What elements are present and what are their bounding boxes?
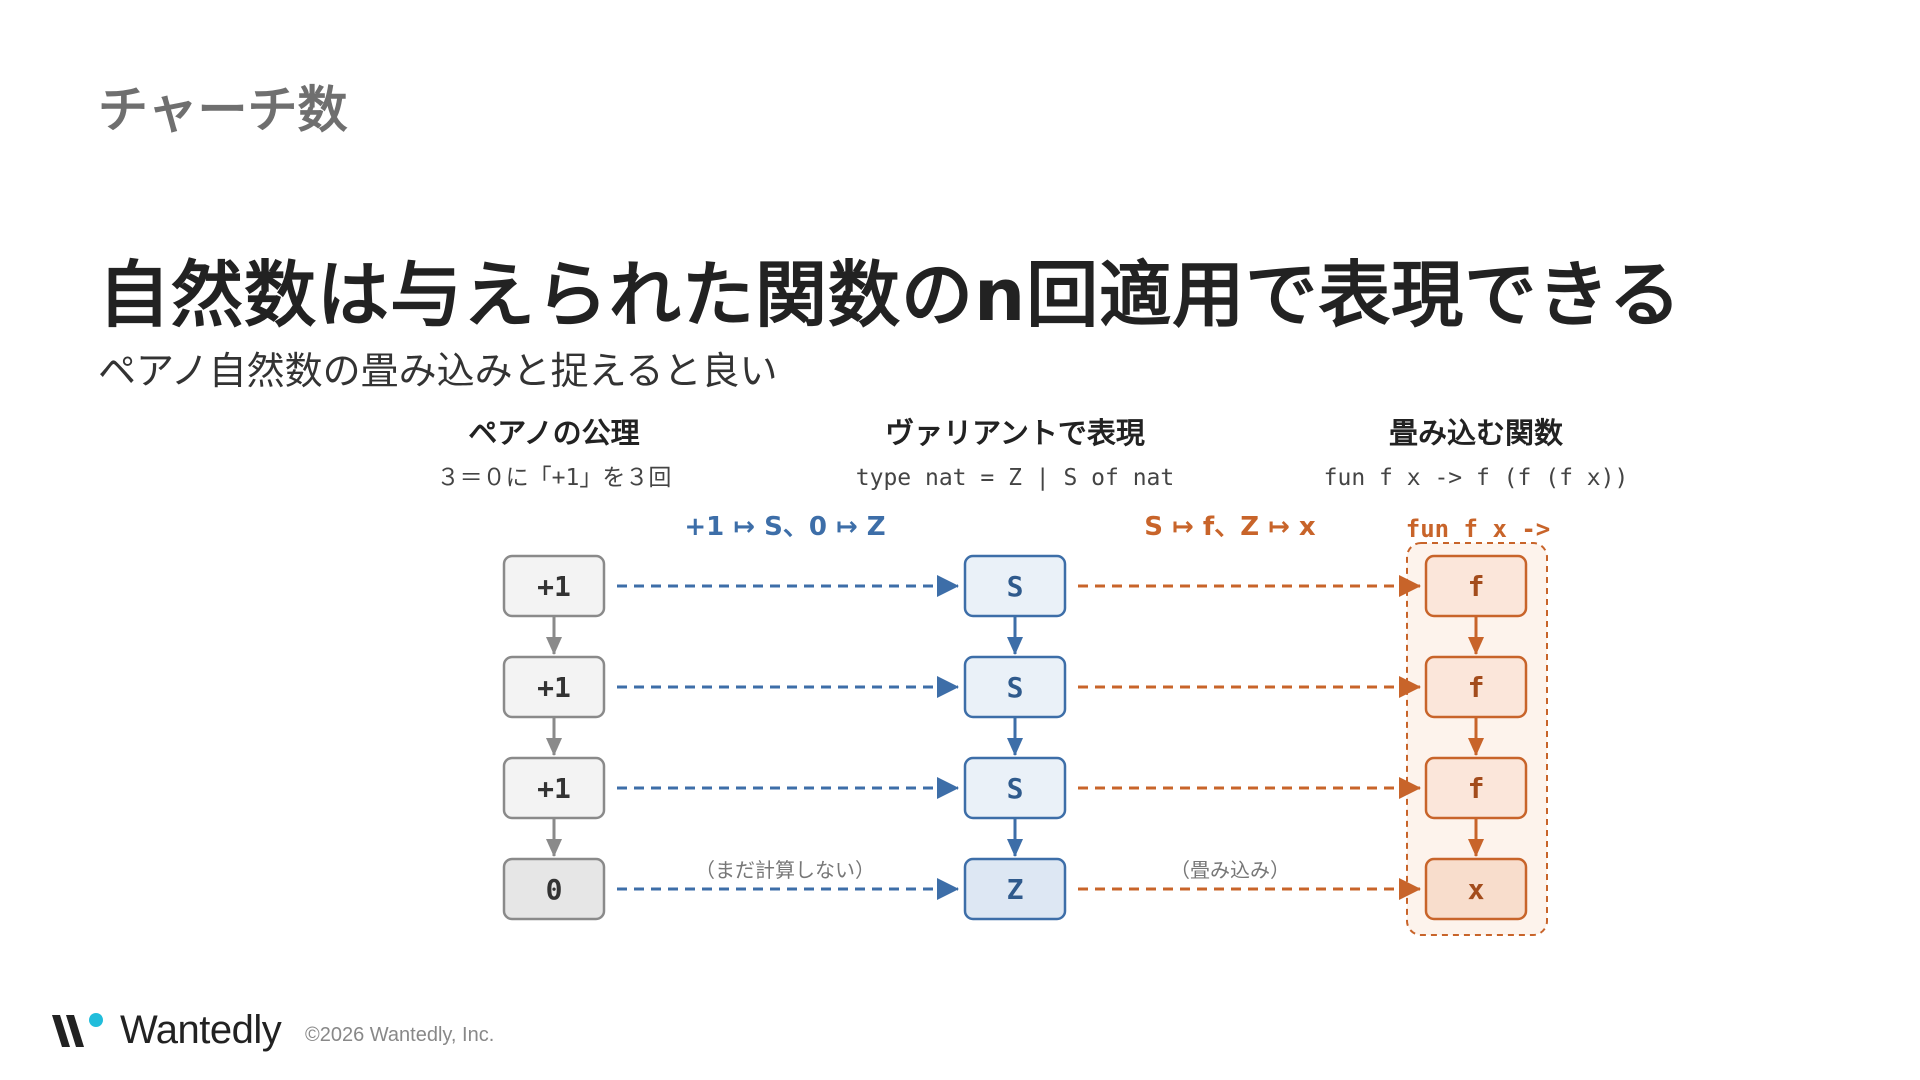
peano-box-label-1: +1 [537, 570, 571, 603]
footer-copyright: ©2026 Wantedly, Inc. [305, 1024, 495, 1046]
variant-box-3 [963, 756, 1067, 820]
peano-box-2 [502, 655, 606, 719]
variant-box-label-3: S [1007, 772, 1024, 805]
peano-box-1 [502, 554, 606, 618]
section-label: チャーチ数 [98, 81, 348, 139]
variant-box-1 [963, 554, 1067, 618]
fold-box-label-1: f [1468, 570, 1485, 603]
note-variant-to-fold: （畳み込み） [1170, 858, 1290, 882]
fold-box-3 [1424, 756, 1528, 820]
variant-box-label-4: Z [1007, 873, 1024, 906]
variant-box-label-2: S [1007, 671, 1024, 704]
peano-box-label-2: +1 [537, 671, 571, 704]
fold-box-label-4: x [1468, 873, 1485, 906]
wantedly-logo-icon [52, 1012, 103, 1047]
column-title-peano: ペアノの公理 [468, 416, 639, 450]
fold-box-2 [1424, 655, 1528, 719]
column-title-variant: ヴァリアントで表現 [885, 416, 1145, 450]
peano-box-4 [502, 857, 606, 921]
footer-brand-name: Wantedly [120, 1008, 282, 1052]
note-peano-to-variant: （まだ計算しない） [695, 858, 875, 882]
fold-box-label-2: f [1468, 671, 1485, 704]
peano-box-label-3: +1 [537, 772, 571, 805]
slide-headline: 自然数は与えられた関数のn回適用で表現できる [98, 253, 1682, 337]
peano-box-3 [502, 756, 606, 820]
fold-header-label: fun f x -> [1406, 515, 1551, 543]
peano-to-variant-arrows [617, 575, 959, 900]
mapping-label-variant-to-fold: S ↦ f、Z ↦ x [1144, 512, 1316, 542]
peano-box-label-4: 0 [546, 873, 563, 906]
column-title-fold: 畳み込む関数 [1389, 416, 1564, 450]
variant-box-4 [963, 857, 1067, 921]
column-subtitle-fold: fun f x -> f (f (f x)) [1324, 465, 1629, 491]
column-subtitle-peano: ３＝０に「+1」を３回 [437, 465, 672, 491]
variant-box-2 [963, 655, 1067, 719]
mapping-label-peano-to-variant: +1 ↦ S、0 ↦ Z [684, 512, 885, 542]
slide-subhead: ペアノ自然数の畳み込みと捉えると良い [98, 349, 778, 393]
peano-column: +1 +1 +1 0 [502, 554, 606, 921]
fold-box-1 [1424, 554, 1528, 618]
fold-column: f f f x [1424, 554, 1528, 921]
variant-box-label-1: S [1007, 570, 1024, 603]
footer-logo: Wantedly [50, 1008, 282, 1053]
fold-box-4 [1424, 857, 1528, 921]
variant-column: S S S Z [963, 554, 1067, 921]
variant-to-fold-arrows [1078, 575, 1421, 900]
column-subtitle-variant: type nat = Z | S of nat [856, 465, 1175, 491]
fold-box-label-3: f [1468, 772, 1485, 805]
